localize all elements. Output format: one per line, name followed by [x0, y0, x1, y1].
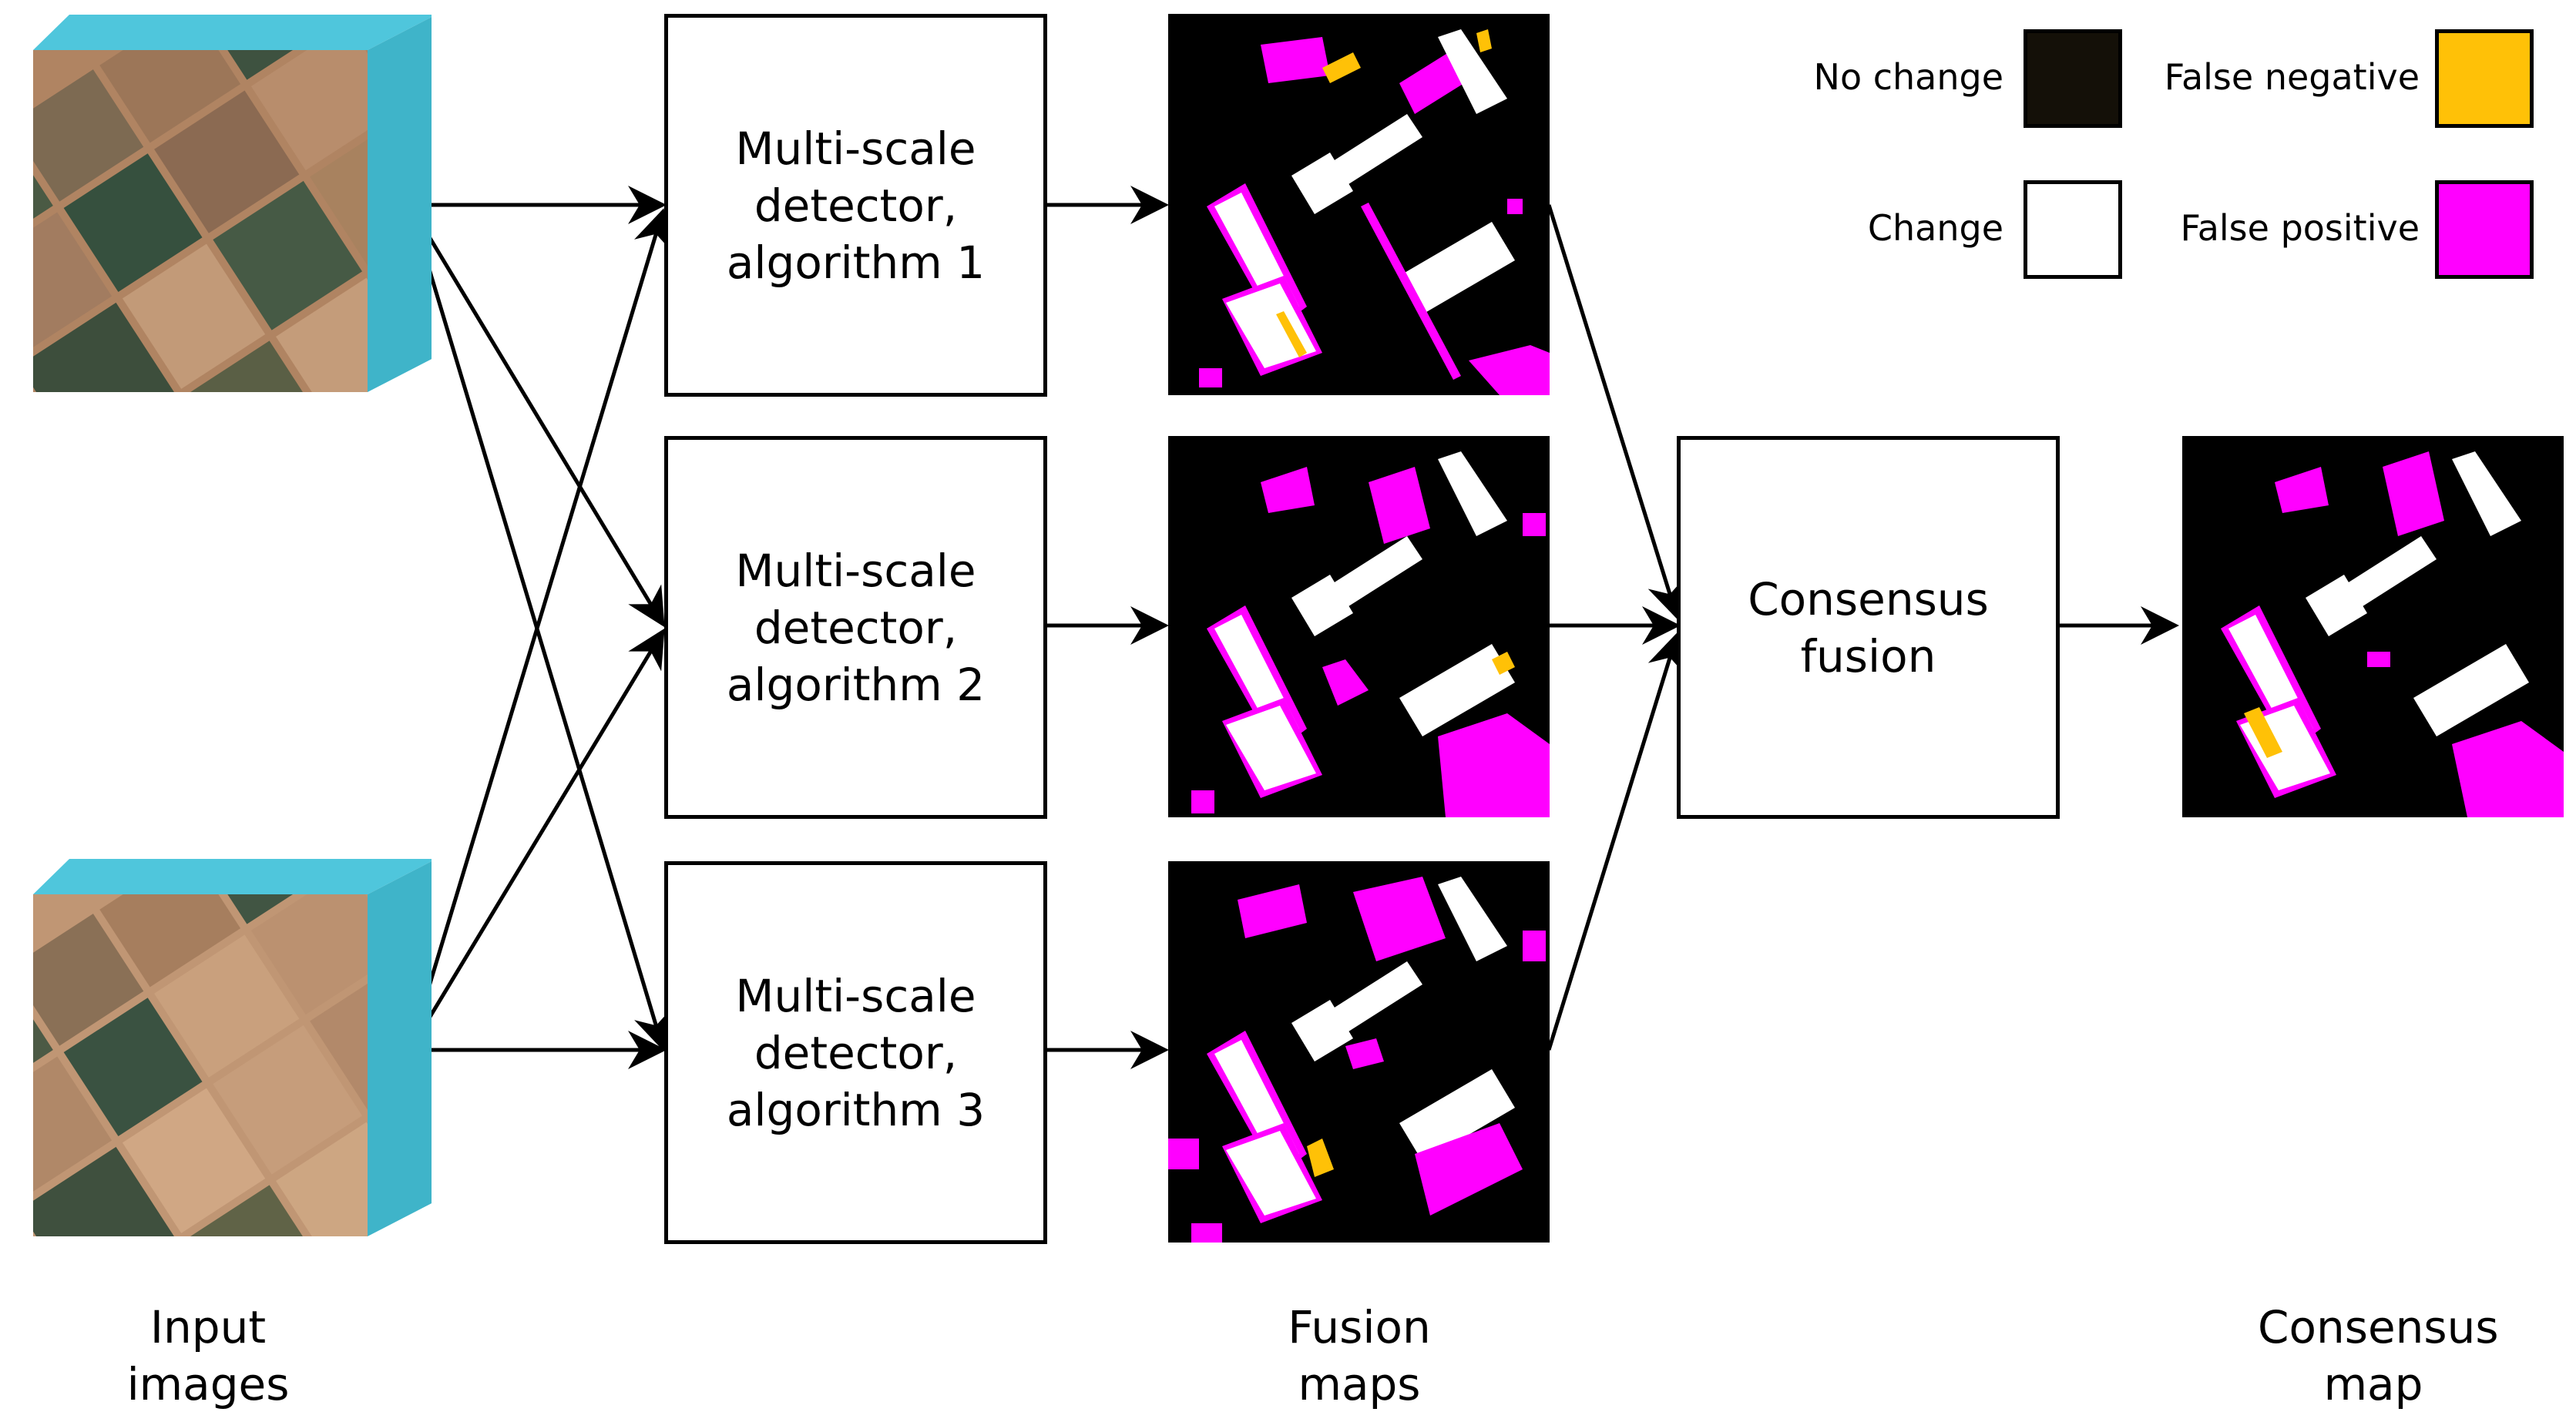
legend-label-change: Change	[1867, 207, 2003, 249]
legend-swatch-no-change	[2024, 29, 2122, 128]
consensus-map-caption: Consensus map	[2258, 1301, 2499, 1410]
cube-side-face	[368, 861, 432, 1236]
legend-swatch-change	[2024, 180, 2122, 279]
detector-label-2: Multi-scale detector, algorithm 2	[726, 544, 986, 711]
consensus-fusion-label: Consensus fusion	[1748, 572, 1989, 682]
cube-side-face	[368, 17, 432, 392]
input-image-2	[33, 859, 432, 1236]
detector-box-2: Multi-scale detector, algorithm 2	[664, 436, 1047, 819]
cube-top-face	[33, 859, 432, 894]
arrow-map1-to-consensus	[1547, 204, 1685, 620]
legend-swatch-false-negative	[2435, 29, 2534, 128]
consensus-map	[2182, 436, 2564, 817]
arrow-input2-to-detector2	[408, 628, 665, 1051]
fusion-map-3	[1168, 861, 1550, 1243]
cube-top-face	[33, 15, 432, 50]
arrow-input2-to-detector1	[408, 208, 671, 1051]
consensus-fusion-box: Consensus fusion	[1677, 436, 2060, 819]
fusion-map-2	[1168, 436, 1550, 817]
arrow-input1-to-detector2	[408, 203, 665, 628]
detector-label-1: Multi-scale detector, algorithm 1	[726, 122, 986, 289]
legend-label-false-negative: False negative	[2164, 56, 2420, 98]
fusion-maps-caption: Fusion maps	[1288, 1301, 1431, 1410]
legend-swatch-false-positive	[2435, 180, 2534, 279]
legend-label-no-change: No change	[1813, 56, 2003, 98]
detector-box-1: Multi-scale detector, algorithm 1	[664, 14, 1047, 397]
input-image-1	[33, 15, 432, 392]
fusion-map-1	[1168, 14, 1550, 395]
detector-label-3: Multi-scale detector, algorithm 3	[726, 969, 986, 1136]
arrow-map3-to-consensus	[1547, 632, 1685, 1051]
detector-box-3: Multi-scale detector, algorithm 3	[664, 861, 1047, 1244]
legend-label-false-positive: False positive	[2180, 207, 2420, 249]
input-images-caption: Input images	[126, 1301, 290, 1410]
